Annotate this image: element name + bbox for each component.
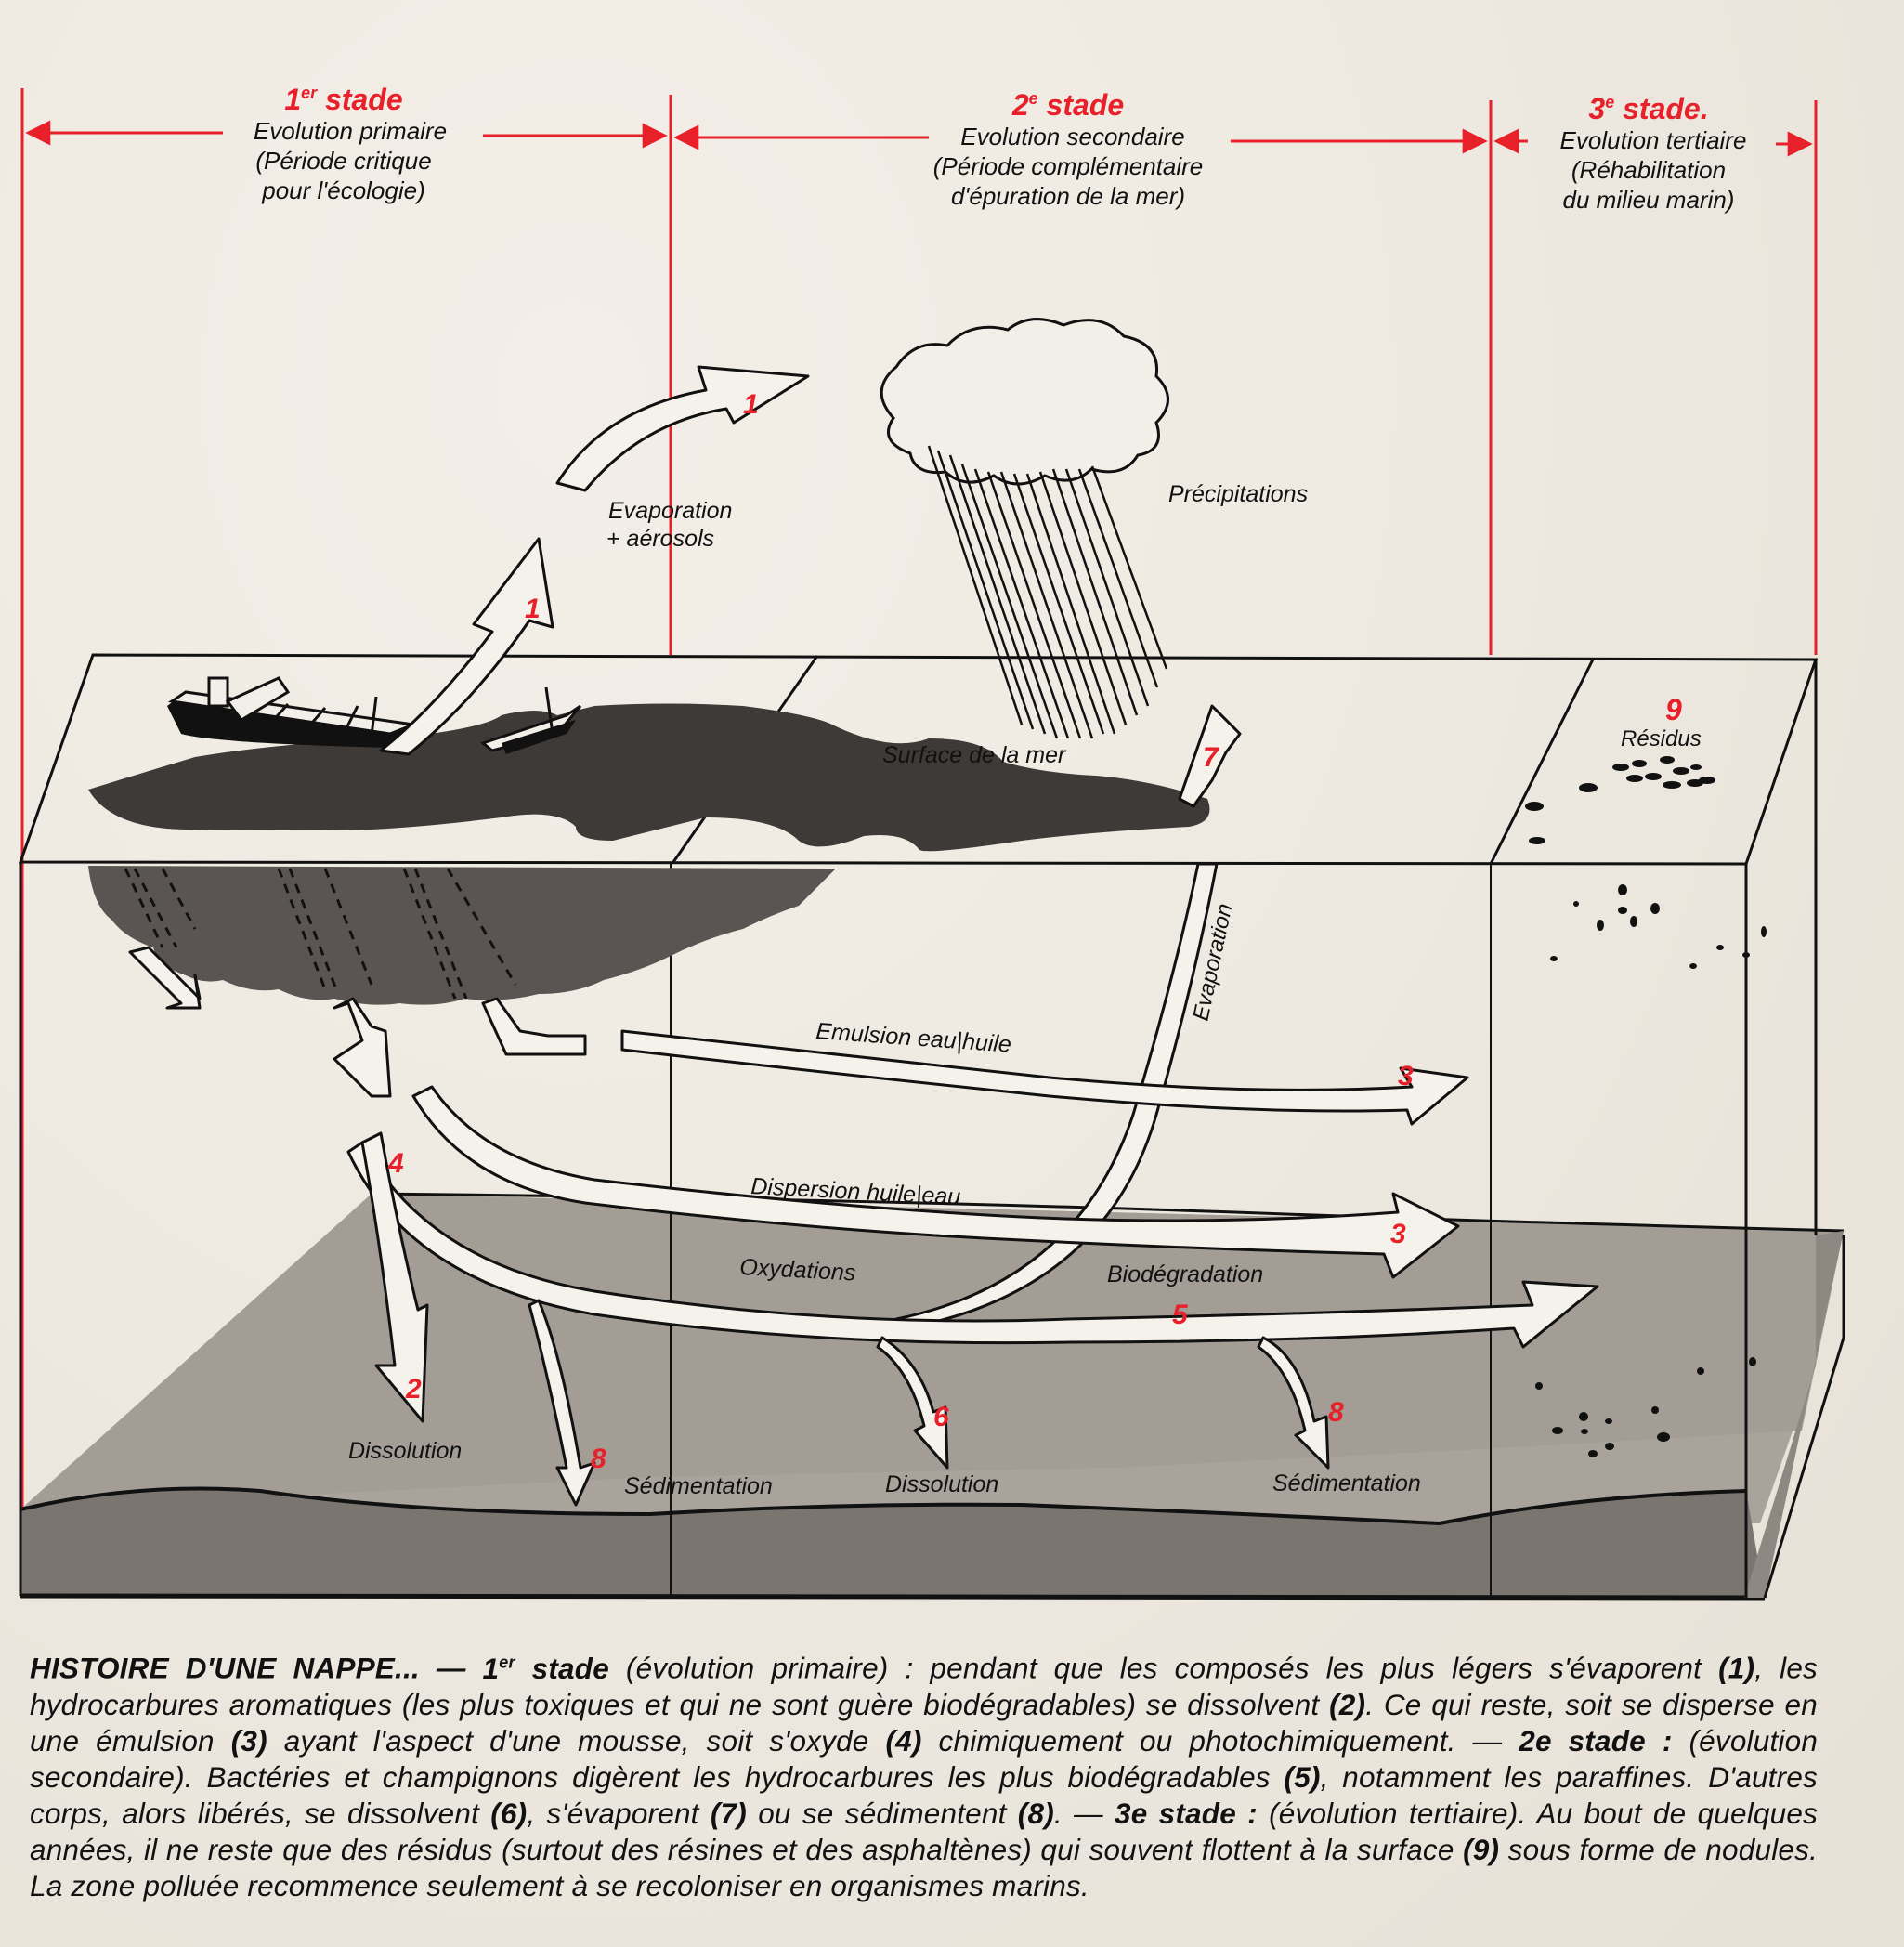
svg-text:Evaporation: Evaporation <box>608 498 732 524</box>
svg-text:(Période critique: (Période critique <box>255 147 431 175</box>
stage-span-arrows <box>25 120 1813 157</box>
stage-1-header: 1er stade Evolution primaire (Période cr… <box>254 83 447 204</box>
svg-text:Résidus: Résidus <box>1621 726 1702 751</box>
svg-text:7: 7 <box>1203 742 1219 773</box>
arrow-dissolution-6 <box>876 1336 949 1470</box>
svg-text:6: 6 <box>933 1402 949 1432</box>
svg-text:Evolution tertiaire: Evolution tertiaire <box>1560 126 1747 154</box>
arrow-dispersion-3 <box>411 1085 1460 1279</box>
svg-text:(Réhabilitation: (Réhabilitation <box>1571 156 1726 184</box>
process-numbers: 1 1 2 3 3 4 5 6 7 8 8 9 <box>387 389 1682 1474</box>
cloud-icon <box>880 318 1169 486</box>
svg-text:pour l'écologie): pour l'écologie) <box>261 176 425 204</box>
small-boat-icon <box>479 686 582 754</box>
svg-text:Sédimentation: Sédimentation <box>1272 1470 1421 1496</box>
svg-text:4: 4 <box>387 1148 404 1179</box>
caption-lead: HISTOIRE D'UNE NAPPE... — <box>30 1651 466 1685</box>
svg-text:8: 8 <box>591 1444 606 1474</box>
stage-dividers <box>20 88 1818 1598</box>
svg-text:3: 3 <box>1390 1219 1406 1249</box>
caption-stage-2: 2e stade : <box>1519 1723 1673 1758</box>
svg-text:du milieu marin): du milieu marin) <box>1563 186 1735 214</box>
tanker-ship-icon <box>167 676 419 748</box>
process-arrows <box>128 365 1599 1507</box>
svg-text:d'épuration de la mer): d'épuration de la mer) <box>951 182 1185 210</box>
svg-text:5: 5 <box>1172 1300 1189 1330</box>
svg-text:Oxydations: Oxydations <box>739 1254 856 1287</box>
arrow-sedimentation-8b <box>1257 1336 1330 1470</box>
stage-3-header: 3e stade. Evolution tertiaire (Réhabilit… <box>1560 92 1747 214</box>
svg-text:(Période complémentaire: (Période complémentaire <box>933 152 1203 180</box>
arrow-evaporation-7 <box>1178 704 1242 808</box>
svg-text:3: 3 <box>1398 1061 1414 1091</box>
arrow-dissolution-2 <box>360 1131 429 1423</box>
svg-text:Sédimentation: Sédimentation <box>624 1473 773 1499</box>
svg-text:Biodégradation: Biodégradation <box>1107 1261 1263 1287</box>
caption-stage-3: 3e stade : <box>1115 1796 1258 1830</box>
arrow-emulsion-3 <box>620 1029 1469 1126</box>
svg-text:9: 9 <box>1665 693 1682 726</box>
figure-caption: HISTOIRE D'UNE NAPPE... — 1er stade (évo… <box>30 1651 1819 1902</box>
svg-text:3e stade.: 3e stade. <box>1588 92 1708 125</box>
svg-text:Emulsion eau|huile: Emulsion eau|huile <box>815 1018 1012 1058</box>
arrow-evaporation-1 <box>379 537 554 756</box>
rain-lines <box>927 445 1168 739</box>
svg-text:Dissolution: Dissolution <box>348 1438 462 1464</box>
svg-text:2: 2 <box>405 1374 422 1405</box>
svg-text:Dissolution: Dissolution <box>885 1471 998 1497</box>
block-outline <box>18 653 1819 1598</box>
svg-text:Evolution secondaire: Evolution secondaire <box>960 123 1184 150</box>
svg-text:+ aérosols: + aérosols <box>606 526 714 552</box>
svg-text:Evolution primaire: Evolution primaire <box>254 117 447 145</box>
svg-text:1: 1 <box>525 594 541 624</box>
svg-text:Surface de la mer: Surface de la mer <box>882 742 1067 768</box>
svg-text:2e stade: 2e stade <box>1011 88 1124 122</box>
arrow-biodegradation-5 <box>346 1141 1599 1349</box>
svg-text:1er stade: 1er stade <box>284 83 402 116</box>
svg-text:Précipitations: Précipitations <box>1168 481 1308 507</box>
arrow-sedimentation-8a <box>528 1299 596 1507</box>
caption-stage-1: 1er stade <box>482 1651 609 1685</box>
arrow-evaporation-1-upper <box>555 365 810 492</box>
svg-text:8: 8 <box>1328 1397 1344 1428</box>
arrow-small-1 <box>128 946 202 1010</box>
residue-nodules <box>1525 756 1767 1457</box>
stage-2-header: 2e stade Evolution secondaire (Période c… <box>933 88 1203 210</box>
svg-text:1: 1 <box>743 389 759 420</box>
